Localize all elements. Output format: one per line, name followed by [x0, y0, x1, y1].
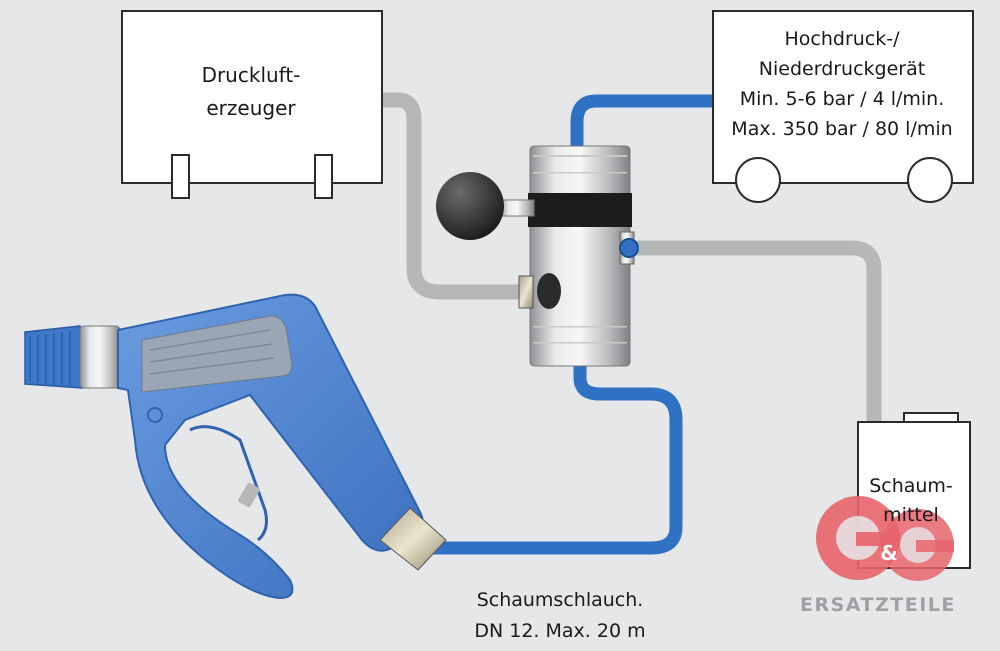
brand-wordmark: ERSATZTEILE: [800, 594, 956, 616]
control-knob: [436, 172, 504, 240]
foam-injector: [436, 145, 639, 367]
air-hose: [382, 92, 532, 300]
hose-line1: Schaumschlauch.: [476, 589, 644, 611]
foam-agent-hose: [632, 240, 882, 422]
compressor-line1: Druckluft-: [201, 63, 301, 87]
pump-line2: Niederdruckgerät: [758, 58, 926, 80]
gun-outlet-fitting: [379, 507, 447, 571]
knob-stem: [499, 199, 535, 217]
pump-label: Hochdruck-/ Niederdruckgerät Min. 5-6 ba…: [712, 24, 972, 144]
water-supply-hose: [570, 94, 712, 155]
compressor-foot-right: [314, 154, 333, 199]
injector-ring: [528, 193, 632, 227]
gg-logo-mark: &: [816, 496, 954, 581]
pump-line3: Min. 5-6 bar / 4 l/min.: [739, 88, 945, 110]
spray-gun: [24, 293, 447, 600]
hose-line2: DN 12. Max. 20 m: [474, 620, 646, 642]
foam-agent-line2: mittel: [883, 504, 939, 526]
pump-wheel-right: [907, 157, 953, 203]
foam-agent-line1: Schaum-: [869, 475, 953, 497]
foam-agent-label: Schaum- mittel: [855, 472, 967, 530]
compressor-foot-left: [171, 154, 190, 199]
compressor-label: Druckluft- erzeuger: [122, 59, 380, 125]
air-inlet-fitting: [518, 275, 534, 309]
pump-line4: Max. 350 bar / 80 l/min: [731, 118, 953, 140]
foam-hose: [430, 362, 683, 555]
compressor-line2: erzeuger: [206, 96, 296, 120]
compressor-box: [121, 10, 383, 199]
pump-line1: Hochdruck-/: [784, 28, 900, 50]
pump-box: [712, 10, 974, 203]
gun-label-plate: [141, 315, 293, 393]
hose-label: Schaumschlauch. DN 12. Max. 20 m: [440, 585, 680, 647]
pump-wheel-left: [735, 157, 781, 203]
svg-text:&: &: [880, 541, 897, 565]
